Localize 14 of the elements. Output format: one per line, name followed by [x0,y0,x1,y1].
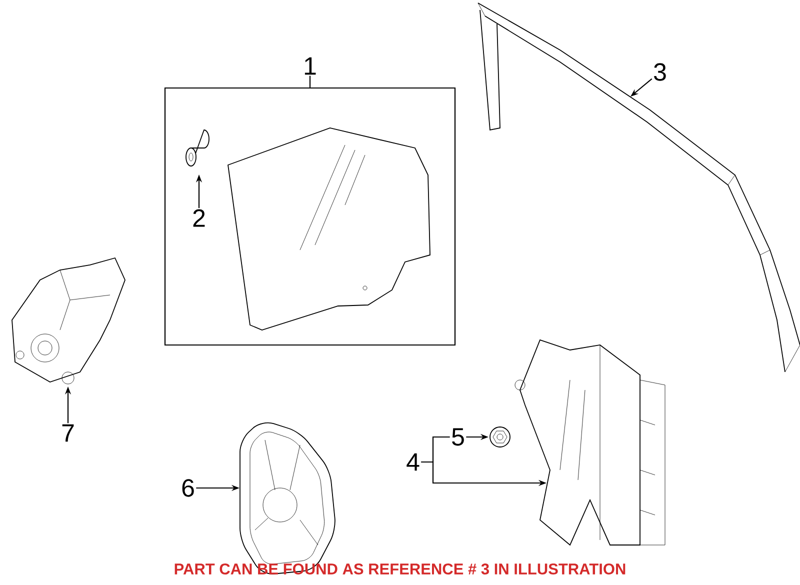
callout-number: 2 [193,209,205,227]
callout-number: 1 [304,57,316,75]
door-glass-drawing [228,128,430,330]
grommet-drawing [186,130,210,166]
callout-number: 4 [406,453,420,471]
window-regulator-drawing [514,339,666,546]
frame-box [164,87,456,346]
nut-drawing [490,426,510,448]
callout-number: 6 [182,479,194,497]
window-channel-drawing [478,2,800,372]
callout-number: 5 [452,428,464,446]
callout-number: 7 [62,424,74,442]
window-motor-drawing [12,257,126,384]
leader-line [309,76,311,88]
